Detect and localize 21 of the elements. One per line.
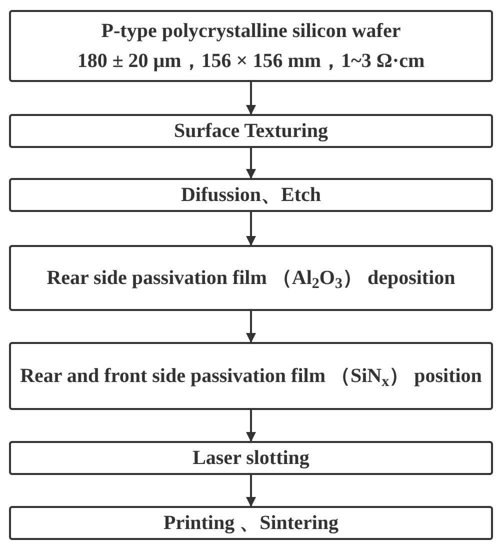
arrow bbox=[246, 410, 256, 442]
process-box bbox=[9, 178, 493, 212]
arrow bbox=[246, 475, 256, 507]
arrow bbox=[246, 148, 256, 179]
process-box bbox=[9, 10, 493, 82]
arrow bbox=[246, 212, 256, 246]
step-text: Rear side passivation film （Al$_{2}$O$_{3}$） deposition bbox=[46, 266, 456, 293]
arrow bbox=[246, 311, 256, 343]
step-text: Surface Texturing bbox=[173, 119, 329, 144]
process-box bbox=[9, 441, 493, 475]
step-text: Printing 、Sintering bbox=[162, 511, 340, 536]
process-box bbox=[9, 114, 493, 148]
step-text: Difussion、Etch bbox=[180, 183, 322, 208]
step-text: Laser slotting bbox=[192, 446, 310, 471]
step-text: P-type polycrystalline silicon wafer bbox=[100, 19, 402, 44]
process-box bbox=[9, 506, 493, 540]
process-box bbox=[9, 342, 493, 410]
step-text: 180 ± 20 μm，156 × 156 mm，1~3 Ω·cm bbox=[76, 49, 426, 74]
step-text: Rear and front side passivation film （SiN$_{x}$） position bbox=[19, 364, 483, 391]
arrow bbox=[246, 82, 256, 115]
process-box bbox=[9, 245, 493, 311]
